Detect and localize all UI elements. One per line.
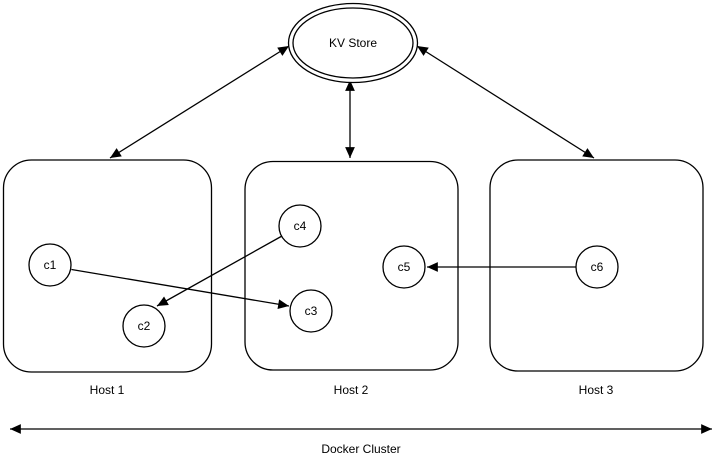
container-c2-node <box>122 304 166 348</box>
docker-cluster-label: Docker Cluster <box>321 442 400 456</box>
container-c5-node <box>382 245 426 289</box>
edge-c4-c2 <box>156 235 283 307</box>
container-c4-node <box>278 204 322 248</box>
edge-c1-c3 <box>71 268 290 310</box>
container-c4-label: c4 <box>294 219 307 233</box>
edge-kvstore-host1 <box>109 45 290 159</box>
kv-store-inner-ring <box>292 7 414 79</box>
container-c5-label: c5 <box>398 260 411 274</box>
container-c2-label: c2 <box>138 319 151 333</box>
container-c3-node <box>289 289 333 333</box>
container-c3-label: c3 <box>305 304 318 318</box>
kv-store-label: KV Store <box>329 36 377 50</box>
container-c6-label: c6 <box>591 260 604 274</box>
host-3-label: Host 3 <box>579 383 614 397</box>
host-2-box <box>244 160 459 371</box>
container-c1-node <box>28 243 72 287</box>
host-2-label: Host 2 <box>334 383 369 397</box>
edge-kvstore-host3 <box>416 45 595 159</box>
container-c6-node <box>575 245 619 289</box>
container-c1-label: c1 <box>44 258 57 272</box>
host-1-label: Host 1 <box>90 383 125 397</box>
